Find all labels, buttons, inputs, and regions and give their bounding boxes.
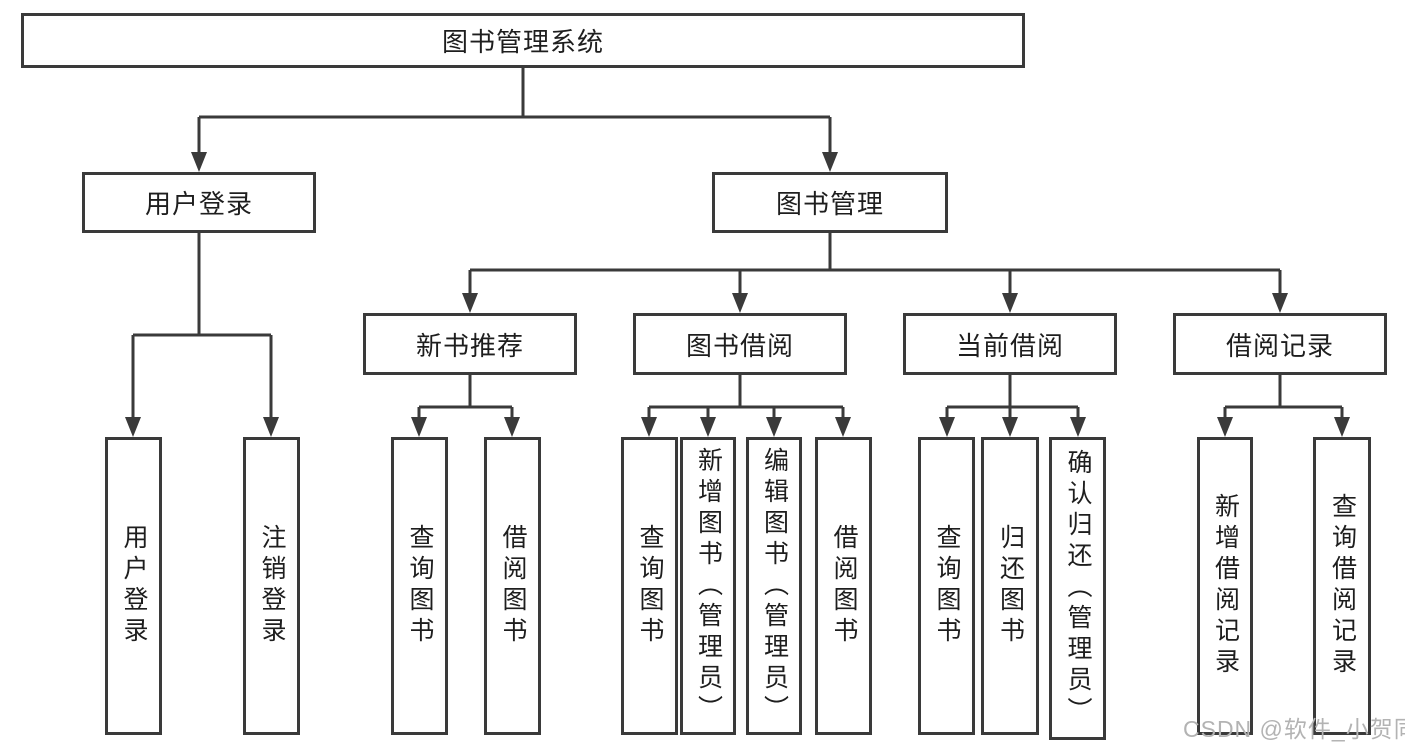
node-new-book-recommend: 新书推荐 bbox=[363, 313, 577, 375]
node-borrow-records: 借阅记录 bbox=[1173, 313, 1387, 375]
leaf-query-book-borrow: 查询图书 bbox=[621, 437, 678, 735]
leaf-query-book-current: 查询图书 bbox=[918, 437, 975, 735]
leaf-confirm-return-admin: 确认归还（管理员） bbox=[1049, 437, 1106, 740]
leaf-logout: 注销登录 bbox=[243, 437, 300, 735]
leaf-add-book-admin: 新增图书（管理员） bbox=[680, 437, 736, 735]
leaf-add-borrow-record: 新增借阅记录 bbox=[1197, 437, 1253, 735]
node-current-borrow: 当前借阅 bbox=[903, 313, 1117, 375]
leaf-return-book: 归还图书 bbox=[981, 437, 1039, 735]
leaf-query-borrow-record: 查询借阅记录 bbox=[1313, 437, 1371, 735]
node-user-login: 用户登录 bbox=[82, 172, 316, 233]
node-root-system: 图书管理系统 bbox=[21, 13, 1025, 68]
leaf-query-book-recommend: 查询图书 bbox=[391, 437, 448, 735]
leaf-user-login: 用户登录 bbox=[105, 437, 162, 735]
arrowheads bbox=[125, 152, 1350, 437]
node-book-management: 图书管理 bbox=[712, 172, 948, 233]
csdn-watermark: CSDN @软件_小贺同学 bbox=[1183, 716, 1405, 742]
leaf-edit-book-admin: 编辑图书（管理员） bbox=[746, 437, 802, 735]
leaf-borrow-book-recommend: 借阅图书 bbox=[484, 437, 541, 735]
node-book-borrow: 图书借阅 bbox=[633, 313, 847, 375]
leaf-borrow-book: 借阅图书 bbox=[815, 437, 872, 735]
